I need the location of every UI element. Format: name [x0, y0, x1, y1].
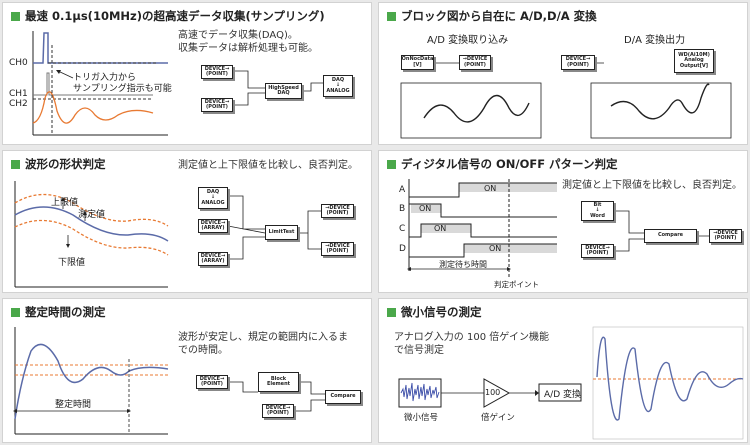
bullet-icon [387, 160, 396, 169]
panel-waveform-judge: 波形の形状判定 測定値と上下限値を比較し、良否判定。 上限値 測定値 下限値 D… [2, 150, 372, 293]
panel-title: 整定時間の測定 [11, 304, 106, 320]
panel-description: アナログ入力の 100 倍ゲイン機能 で信号測定 [394, 332, 550, 356]
daq-waveform-graph [32, 31, 168, 136]
bullet-icon [387, 308, 396, 317]
panel-daq: 最速 0.1μs(10MHz)の超高速データ収集(サンプリング) CH0 CH1… [2, 2, 372, 145]
signal-c-label: C [399, 224, 406, 234]
analog-output-block[interactable]: WD(Ai10M) Analog Output[V] [674, 49, 714, 73]
limit-test-block[interactable]: LimitTest [265, 225, 298, 240]
bullet-icon [11, 160, 20, 169]
adc-label: A/D 変換 [544, 390, 581, 400]
array-device-block-1[interactable]: DEVICE→ (ARRAY) [198, 219, 228, 233]
on-label-b: ON [419, 204, 432, 213]
panel-description: 測定値と上下限値を比較し、良否判定。 [178, 160, 358, 171]
gain-label: 倍ゲイン [481, 413, 515, 423]
panel-ad-da: ブロック図から自在に A/D,D/A 変換 A/D 変換取り込み D/A 変換出… [378, 2, 748, 145]
on-label-d: ON [489, 244, 502, 253]
da-label: D/A 変換出力 [624, 35, 686, 46]
onnoc-data-block[interactable]: OnNocData [V] [401, 55, 434, 70]
gain-value-label: 100 [485, 388, 501, 397]
bullet-icon [11, 308, 20, 317]
ad-da-graphs [400, 62, 732, 139]
da-device-block[interactable]: DEVICE→ (POINT) [561, 55, 595, 70]
ch1-label: CH1 [9, 89, 28, 99]
bullet-icon [11, 12, 20, 21]
lower-limit-label: 下限値 [58, 258, 86, 268]
daq-analog-block[interactable]: DAQ ↓ ANALOG [198, 187, 228, 209]
judge-point-label: 判定ポイント [494, 280, 539, 289]
signal-d-label: D [399, 244, 406, 254]
daq-device-block-1[interactable]: DEVICE→ (POINT) [201, 65, 233, 79]
panel-description: 高速でデータ収集(DAQ)。 収集データは解析処理も可能。 [178, 30, 318, 54]
signal-b-label: B [399, 204, 406, 214]
small-signal-graphs [398, 326, 744, 440]
limit-waveform-graph [14, 181, 321, 288]
measured-label: 測定値 [78, 210, 106, 220]
panel-description: 測定値と上下限値を比較し、良否判定。 [562, 180, 742, 191]
panel-small-signal: 微小信号の測定 アナログ入力の 100 倍ゲイン機能 で信号測定 100 A/D… [378, 298, 748, 443]
point-output-block-1[interactable]: →DEVICE (POINT) [321, 204, 354, 218]
panel-title: 微小信号の測定 [387, 304, 482, 320]
settling-waveform-graph [13, 327, 325, 435]
panel-description: 波形が安定し、規定の範囲内に入るま での時間。 [178, 332, 348, 356]
small-signal-label: 微小信号 [404, 413, 439, 423]
highspeed-daq-block[interactable]: HighSpeed DAQ [265, 83, 302, 99]
compare-block[interactable]: Compare [644, 229, 697, 243]
panel-title: 波形の形状判定 [11, 156, 106, 172]
point-output-block-2[interactable]: →DEVICE (POINT) [321, 242, 354, 256]
array-device-block-2[interactable]: DEVICE→ (ARRAY) [198, 252, 228, 266]
on-label-c: ON [434, 224, 447, 233]
panel-settling-time: 整定時間の測定 波形が安定し、規定の範囲内に入るま での時間。 整定時間 DEV… [2, 298, 372, 443]
bit-word-block[interactable]: Bit ↓ Word [581, 201, 614, 221]
ad-device-block[interactable]: →DEVICE (POINT) [459, 55, 491, 70]
panel-onoff-pattern: ディジタル信号の ON/OFF パターン判定 測定値と上下限値を比較し、良否判定… [378, 150, 748, 293]
point-output-block[interactable]: →DEVICE (POINT) [709, 229, 742, 243]
panel-title: ディジタル信号の ON/OFF パターン判定 [387, 156, 617, 172]
bullet-icon [387, 12, 396, 21]
trigger-note: トリガ入力から サンプリング指示も可能 [73, 73, 172, 94]
daq-analog-block[interactable]: DAQ ↓ ANALOG [323, 75, 353, 97]
panel-title: ブロック図から自在に A/D,D/A 変換 [387, 8, 597, 24]
point-device-block-1[interactable]: DEVICE→ (POINT) [196, 375, 228, 389]
digital-timing-chart [407, 179, 709, 277]
upper-limit-label: 上限値 [51, 198, 79, 208]
ch0-label: CH0 [9, 58, 28, 68]
daq-block-wiring [233, 70, 323, 106]
on-label-a: ON [484, 184, 497, 193]
ch2-label: CH2 [9, 99, 28, 109]
wait-time-label: 測定待ち時間 [439, 260, 487, 269]
ad-label: A/D 変換取り込み [427, 35, 509, 46]
point-device-block-2[interactable]: DEVICE→ (POINT) [262, 404, 294, 418]
block-element-block[interactable]: Block Element [258, 372, 299, 392]
settling-time-label: 整定時間 [55, 400, 92, 410]
signal-a-label: A [399, 185, 406, 195]
point-device-block[interactable]: DEVICE→ (POINT) [581, 244, 614, 258]
daq-device-block-2[interactable]: DEVICE→ (POINT) [201, 98, 233, 112]
compare-block[interactable]: Compare [325, 390, 361, 404]
panel-title: 最速 0.1μs(10MHz)の超高速データ収集(サンプリング) [11, 8, 325, 24]
